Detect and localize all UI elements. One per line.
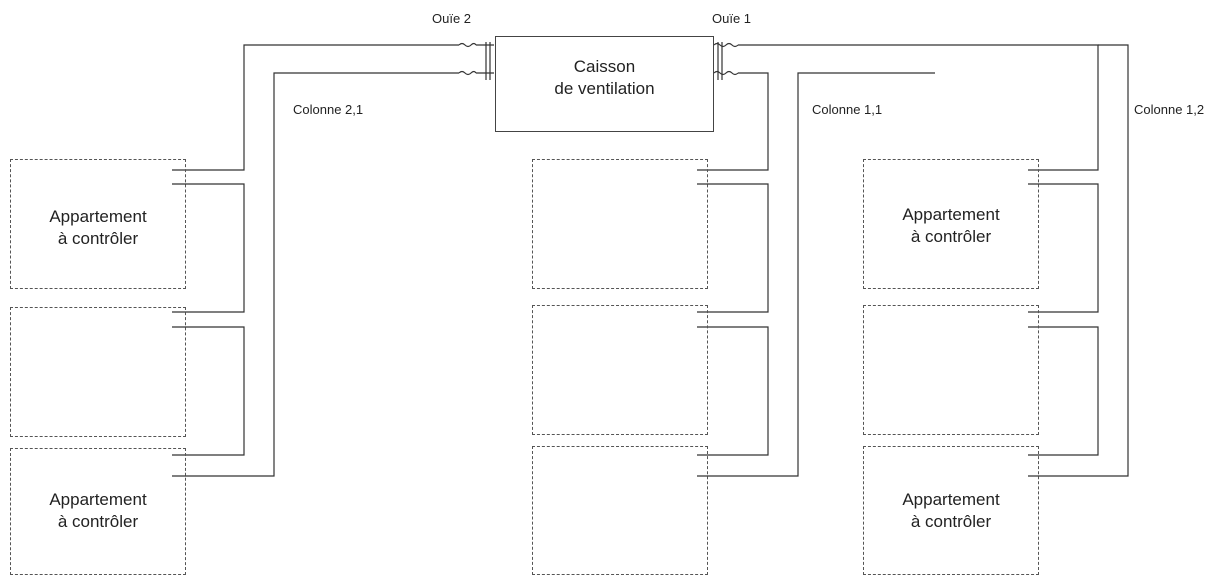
apartment-right-top-label: Appartement à contrôler (864, 204, 1038, 248)
apartment-middle-top (532, 159, 708, 289)
apartment-left-top: Appartement à contrôler (10, 159, 186, 289)
ventilation-box-line1: Caisson (573, 57, 636, 76)
apartment-left-bottom: Appartement à contrôler (10, 448, 186, 575)
flex-connector-ouie2-upper (458, 42, 477, 48)
apartment-right-middle (863, 305, 1039, 435)
apartment-middle-bottom (532, 446, 708, 575)
duct-middle-loop-1 (697, 183, 769, 313)
apartment-right-bottom: Appartement à contrôler (863, 446, 1039, 575)
duct-right-bottom (1028, 44, 1129, 477)
duct-colonne-1-2 (738, 44, 1099, 171)
apartment-label-line1: Appartement (49, 207, 147, 226)
apartment-left-bottom-label: Appartement à contrôler (11, 489, 185, 533)
colonne-2-1-label: Colonne 2,1 (293, 102, 364, 117)
apartment-right-top: Appartement à contrôler (863, 159, 1039, 289)
apartment-right-bottom-label: Appartement à contrôler (864, 489, 1038, 533)
apartment-label-line2: à contrôler (57, 512, 139, 531)
ventilation-box-line2: de ventilation (554, 79, 655, 98)
apartment-label-line1: Appartement (902, 490, 1000, 509)
ventilation-box: Caisson de ventilation (495, 36, 714, 132)
duct-left-loop-2 (172, 326, 245, 456)
apartment-label-line2: à contrôler (57, 229, 139, 248)
apartment-label-line1: Appartement (902, 205, 1000, 224)
duct-colonne-1-2-riser (1028, 183, 1099, 313)
duct-left-loop-1 (172, 183, 245, 313)
ouie1-bracket (717, 42, 723, 80)
apartment-left-middle (10, 307, 186, 437)
flex-connector-ouie2-lower (458, 70, 477, 76)
duct-middle-loop-2 (697, 326, 769, 456)
ventilation-box-label: Caisson de ventilation (496, 56, 713, 100)
apartment-label-line2: à contrôler (910, 227, 992, 246)
duct-ouie2-lower (172, 72, 494, 477)
ouie2-bracket (485, 42, 491, 80)
duct-right-loop-1 (1028, 326, 1099, 456)
duct-middle-to-colonne-1-1 (697, 72, 935, 477)
ouie-2-label: Ouïe 2 (432, 11, 472, 26)
duct-colonne-1-1 (697, 72, 769, 171)
colonne-1-2-label: Colonne 1,2 (1134, 102, 1205, 117)
apartment-left-top-label: Appartement à contrôler (11, 206, 185, 250)
apartment-label-line1: Appartement (49, 490, 147, 509)
ouie-1-label: Ouïe 1 (712, 11, 752, 26)
colonne-1-1-label: Colonne 1,1 (812, 102, 883, 117)
duct-ouie2-upper (172, 44, 494, 171)
apartment-label-line2: à contrôler (910, 512, 992, 531)
apartment-middle-middle (532, 305, 708, 435)
